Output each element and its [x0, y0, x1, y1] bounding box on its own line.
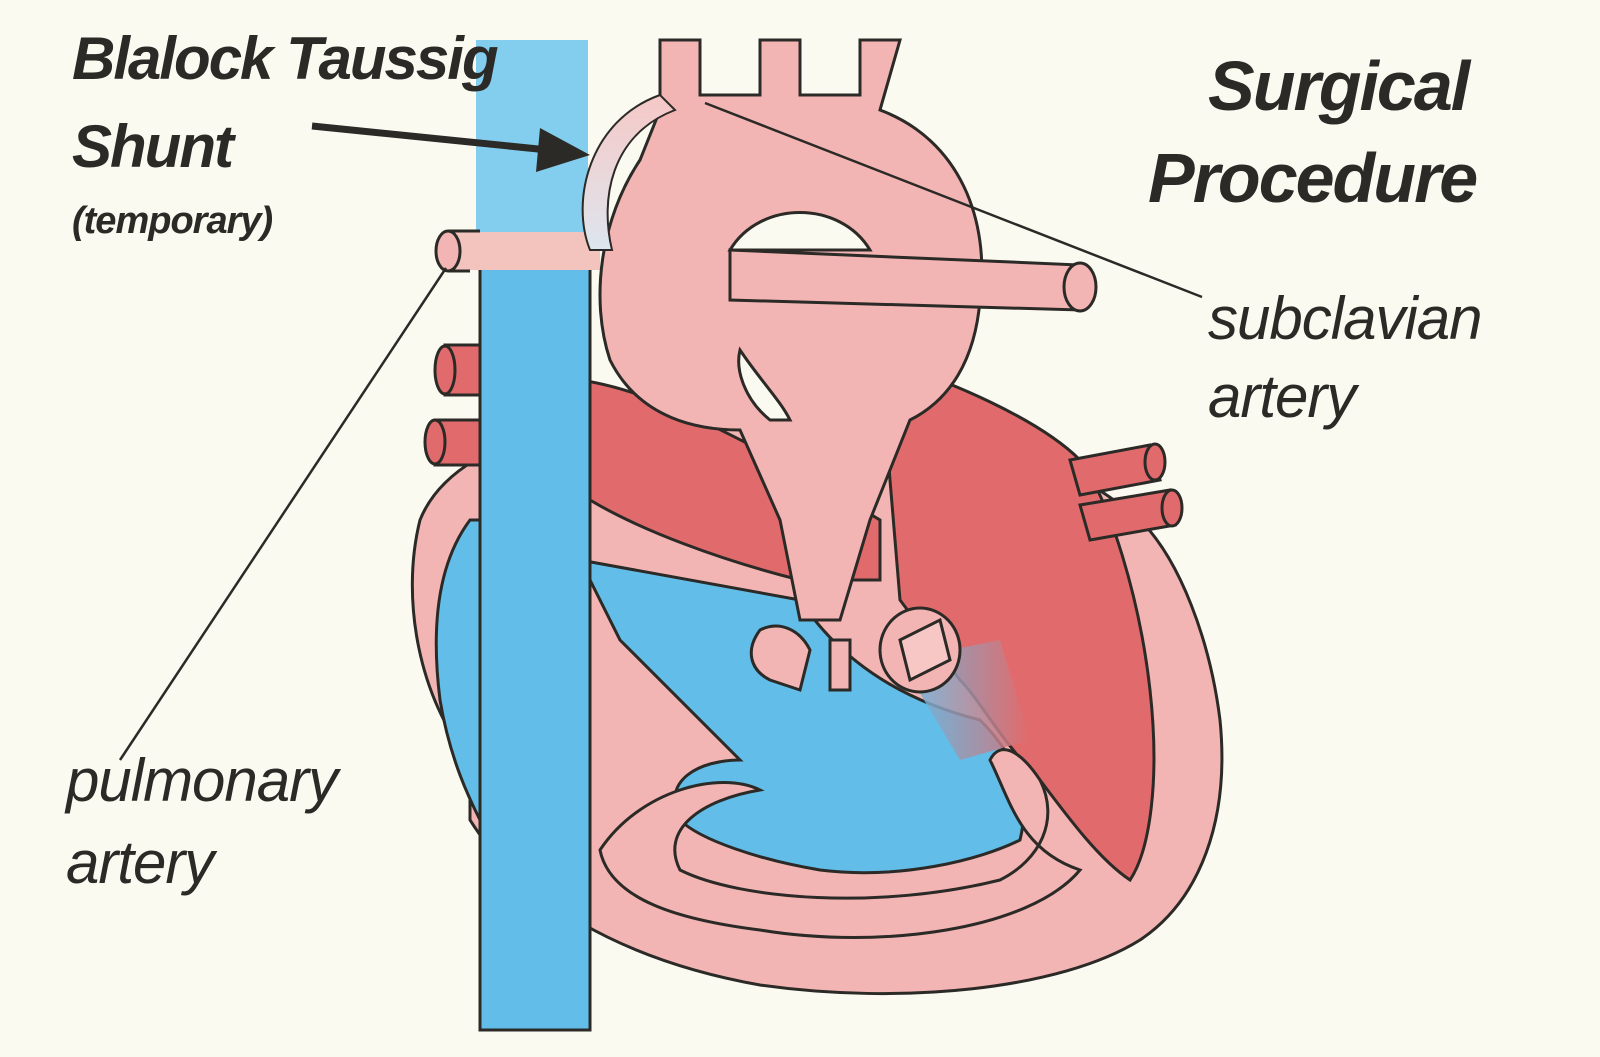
shunt-connection	[445, 232, 600, 270]
procedure-title-line2: Procedure	[1148, 139, 1478, 217]
subclavian-label-line1: subclavian	[1208, 285, 1483, 352]
pulmonary-label-line2: artery	[66, 829, 214, 896]
subclavian-label-line2: artery	[1208, 363, 1356, 430]
valves	[749, 606, 962, 694]
aorta	[598, 38, 984, 622]
pulmonary-label-line1: pulmonary	[66, 747, 338, 814]
shunt-note: (temporary)	[72, 200, 273, 242]
pulmonary-trunk-base	[434, 518, 482, 821]
right-pulmonary-branch	[728, 248, 1082, 312]
right-pulmonary-branch-end	[1062, 261, 1098, 313]
pulmonary-veins-right	[1068, 442, 1184, 542]
subclavian-leader	[704, 101, 1203, 299]
procedure-title-line1: Surgical	[1208, 47, 1470, 125]
aortic-arch-gap	[727, 211, 873, 252]
aortic-lumen-gap	[737, 346, 793, 422]
bt-shunt-tube	[581, 93, 677, 251]
shunt-title-line1: Blalock Taussig	[72, 25, 499, 92]
ventricle-septum	[598, 748, 1083, 939]
shunt-title-line2: Shunt	[72, 113, 234, 180]
shunt-connection-end	[434, 229, 462, 273]
pulmonary-veins-left	[423, 343, 482, 467]
shunt-arrow-head	[536, 128, 590, 172]
pulmonary-trunk-upper	[476, 40, 588, 240]
pulmonary-trunk	[478, 258, 592, 1032]
shunt-arrow-shaft	[311, 122, 549, 154]
pulmonary-leader	[118, 267, 448, 761]
